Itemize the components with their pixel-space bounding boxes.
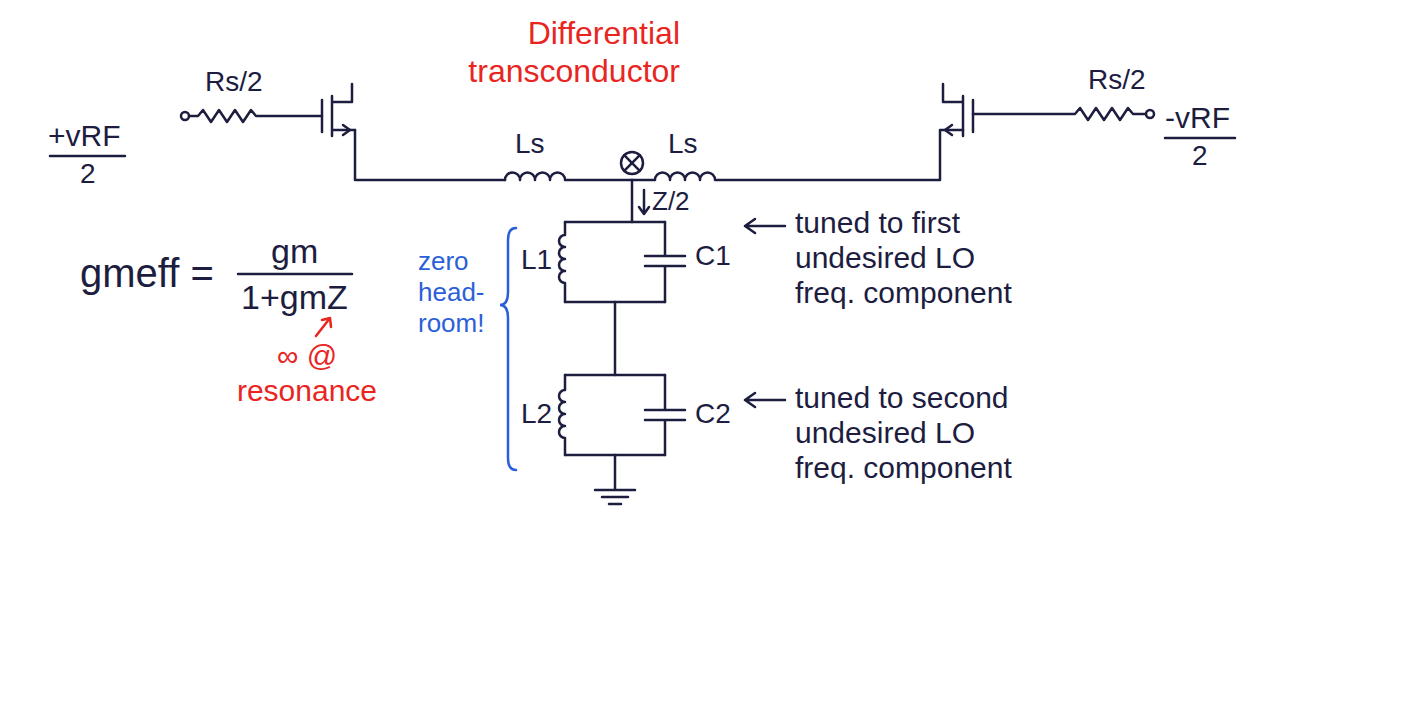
fraction-bar	[238, 273, 352, 276]
inductor-label: Ls	[668, 128, 698, 160]
mosfet-symbol	[322, 84, 355, 136]
wire	[565, 222, 665, 302]
equation-denominator: 1+gmZ	[241, 278, 348, 317]
resistor-symbol	[973, 108, 1146, 120]
inductor-symbol	[505, 173, 632, 180]
impedance-label: Z/2	[652, 186, 690, 216]
annotation-arrow	[745, 393, 785, 407]
fraction-denominator: 2	[80, 158, 96, 190]
signal-label: +vRF	[48, 118, 121, 153]
capacitor-symbol	[645, 375, 685, 455]
inductor-label: L1	[521, 244, 552, 276]
current-arrow	[639, 190, 649, 214]
annotation-note: zero head-room!	[418, 246, 498, 339]
signal-label: -vRF	[1165, 100, 1230, 135]
annotation-arrow	[745, 219, 785, 233]
curly-brace	[500, 228, 516, 470]
capacitor-symbol	[645, 222, 685, 302]
resistor-label: Rs/2	[205, 66, 263, 98]
wire	[614, 302, 617, 375]
equation-numerator: gm	[271, 232, 318, 271]
wire	[355, 130, 505, 180]
resistor-symbol	[189, 110, 322, 122]
input-terminal	[1146, 110, 1154, 118]
mixer-symbol	[621, 152, 643, 174]
mixer-symbol-cross	[624, 155, 640, 171]
fraction-bar	[50, 155, 125, 158]
equation-label: gmeff =	[80, 250, 214, 296]
annotation-note: tuned to second undesired LO freq. compo…	[795, 380, 1030, 485]
fraction-bar	[1165, 137, 1235, 140]
mosfet-arrow	[343, 125, 350, 135]
annotation-note: ∞ @ resonance	[232, 338, 382, 408]
ground-symbol	[595, 455, 635, 504]
inductor-symbol	[559, 375, 565, 455]
wire	[631, 180, 634, 222]
inductor-label: Ls	[515, 128, 545, 160]
heading-label: Differential transconductor	[450, 14, 680, 90]
mosfet-symbol	[943, 84, 973, 136]
resistor-label: Rs/2	[1088, 64, 1146, 96]
inductor-symbol	[559, 222, 565, 302]
capacitor-label: C1	[695, 240, 731, 272]
capacitor-label: C2	[695, 398, 731, 430]
inductor-label: L2	[521, 398, 552, 430]
fraction-denominator: 2	[1192, 140, 1208, 172]
wire	[565, 375, 665, 455]
annotation-arrow	[316, 318, 331, 336]
annotation-note: tuned to first undesired LO freq. compon…	[795, 205, 1030, 310]
mosfet-arrow	[945, 125, 952, 135]
